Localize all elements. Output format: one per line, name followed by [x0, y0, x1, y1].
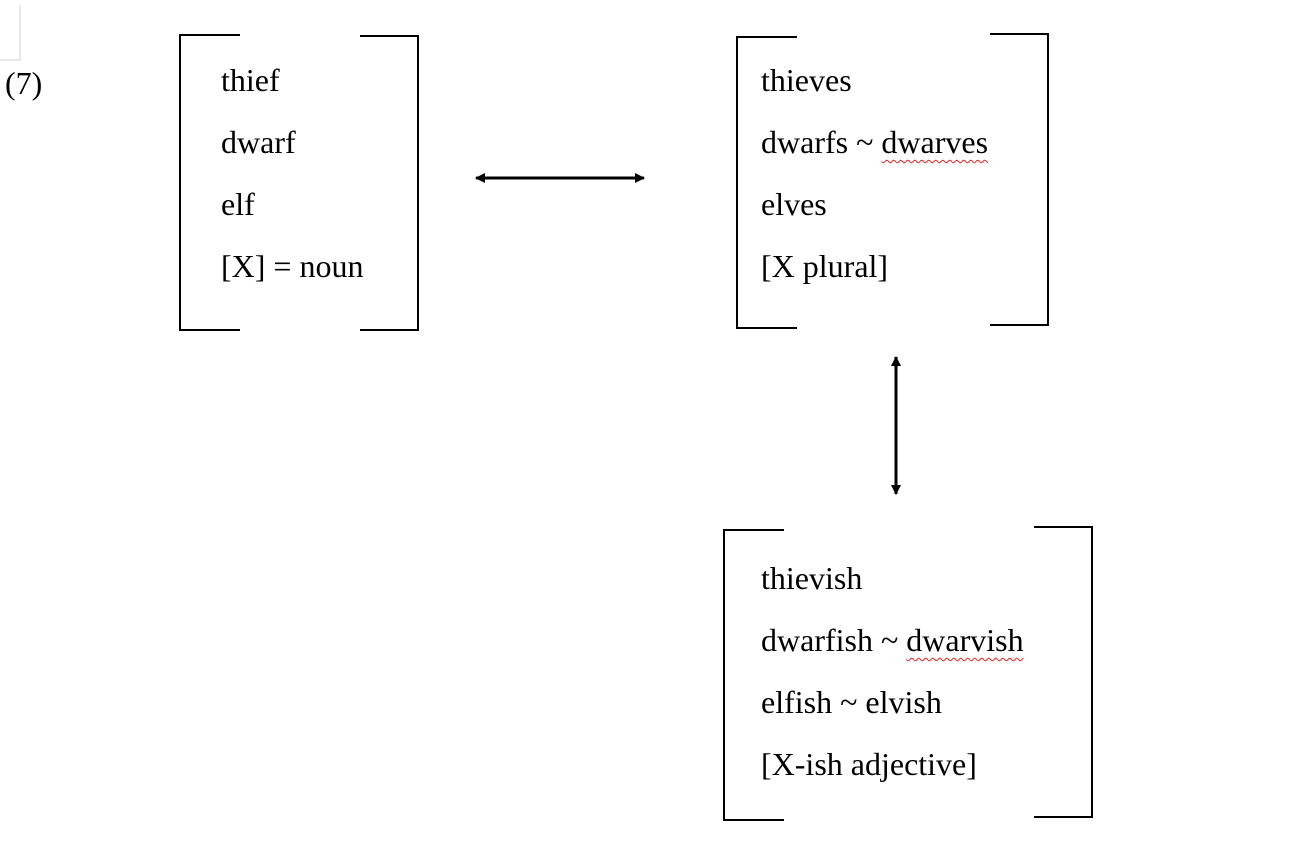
spellcheck-flagged-word[interactable]: dwarvish [906, 622, 1024, 658]
plural-variant-a: dwarfs ~ [761, 124, 882, 160]
plural-line: [X plural] [761, 248, 889, 284]
example-number: (7) [5, 65, 43, 101]
adjective-line: dwarfish ~ dwarvish [761, 609, 1024, 671]
adjective-variant-a: dwarfish ~ [761, 622, 907, 658]
base-line: [X] = noun [221, 248, 364, 284]
base-line: elf [221, 186, 255, 222]
plural-line: dwarfs ~ dwarves [761, 111, 988, 173]
bracket-adjective [723, 526, 1093, 821]
bracket-base [179, 34, 419, 331]
spellcheck-flagged-word[interactable]: dwarves [881, 124, 989, 160]
base-line: dwarf [221, 124, 296, 160]
bracket-plural [736, 33, 1049, 329]
adjective-line: thievish [761, 560, 863, 596]
plural-line: elves [761, 186, 827, 222]
adjective-line: [X-ish adjective] [761, 746, 977, 782]
adjective-line: elfish ~ elvish [761, 684, 942, 720]
plural-line: thieves [761, 62, 852, 98]
base-line: thief [221, 62, 280, 98]
